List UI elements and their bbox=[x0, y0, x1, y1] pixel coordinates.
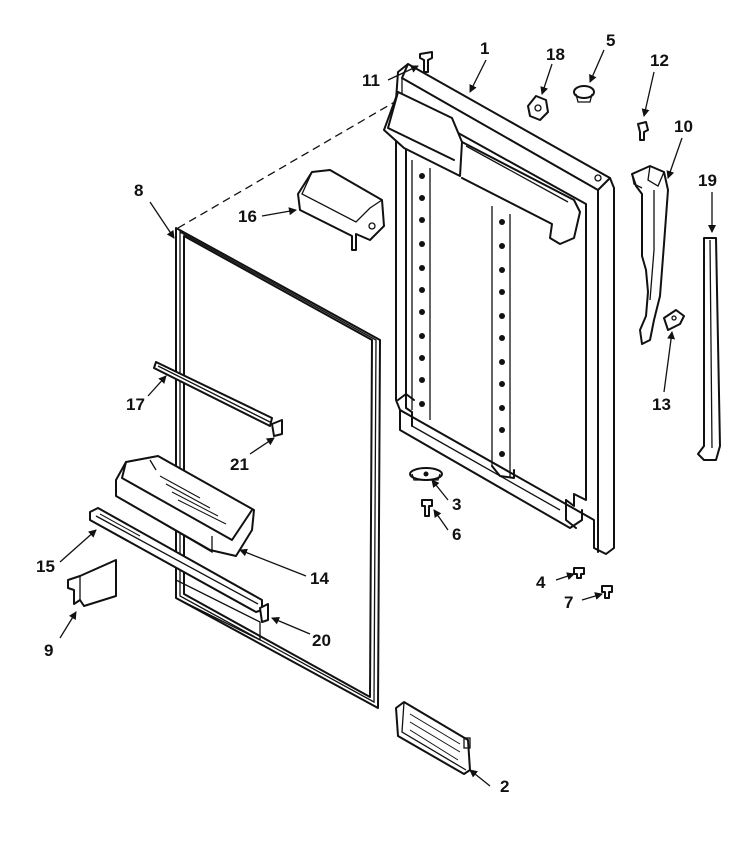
bottom-panel bbox=[395, 701, 471, 775]
hinge-cap bbox=[527, 95, 549, 121]
handle-screw-lower bbox=[663, 309, 685, 331]
alignment-dashed-line bbox=[177, 99, 399, 229]
callout-16: 16 bbox=[238, 207, 257, 226]
door-gasket bbox=[175, 227, 381, 709]
callout-7: 7 bbox=[564, 593, 573, 612]
callout-12: 12 bbox=[650, 51, 669, 70]
callout-4: 4 bbox=[536, 573, 546, 592]
handle-screw bbox=[637, 121, 649, 141]
door-screw-b bbox=[601, 585, 613, 599]
callout-5: 5 bbox=[606, 31, 615, 50]
door-screw-a bbox=[573, 567, 585, 579]
inner-door-liner bbox=[383, 63, 615, 555]
shelf-trim-bar bbox=[153, 361, 273, 427]
washer-screw bbox=[421, 499, 433, 517]
dairy-door bbox=[297, 169, 385, 251]
leader-lines bbox=[59, 49, 716, 787]
callout-15: 15 bbox=[36, 557, 55, 576]
callout-21: 21 bbox=[230, 455, 249, 474]
callout-1: 1 bbox=[480, 39, 489, 58]
door-shelf-bin bbox=[115, 455, 255, 557]
hinge-washer bbox=[409, 467, 443, 481]
callout-3: 3 bbox=[452, 495, 461, 514]
callout-20: 20 bbox=[312, 631, 331, 650]
callout-18: 18 bbox=[546, 45, 565, 64]
callout-2: 2 bbox=[500, 777, 509, 796]
top-screw bbox=[419, 51, 433, 73]
callout-6: 6 bbox=[452, 525, 461, 544]
callout-13: 13 bbox=[652, 395, 671, 414]
vertical-trim-strip bbox=[697, 237, 721, 461]
callout-9: 9 bbox=[44, 641, 53, 660]
callout-17: 17 bbox=[126, 395, 145, 414]
shelf-mounting-holes bbox=[419, 173, 505, 457]
callout-8: 8 bbox=[134, 181, 143, 200]
rail-end-clip bbox=[259, 603, 269, 623]
callout-11: 11 bbox=[362, 71, 380, 90]
callout-19: 19 bbox=[698, 171, 717, 190]
callout-labels: 1 2 3 4 5 6 7 8 9 10 11 12 13 14 15 16 1… bbox=[36, 31, 717, 796]
callout-14: 14 bbox=[310, 569, 329, 588]
shelf-bracket bbox=[67, 559, 117, 607]
door-handle bbox=[631, 165, 669, 345]
button-plug bbox=[573, 85, 595, 103]
callout-10: 10 bbox=[674, 117, 693, 136]
trim-clip bbox=[271, 419, 283, 437]
